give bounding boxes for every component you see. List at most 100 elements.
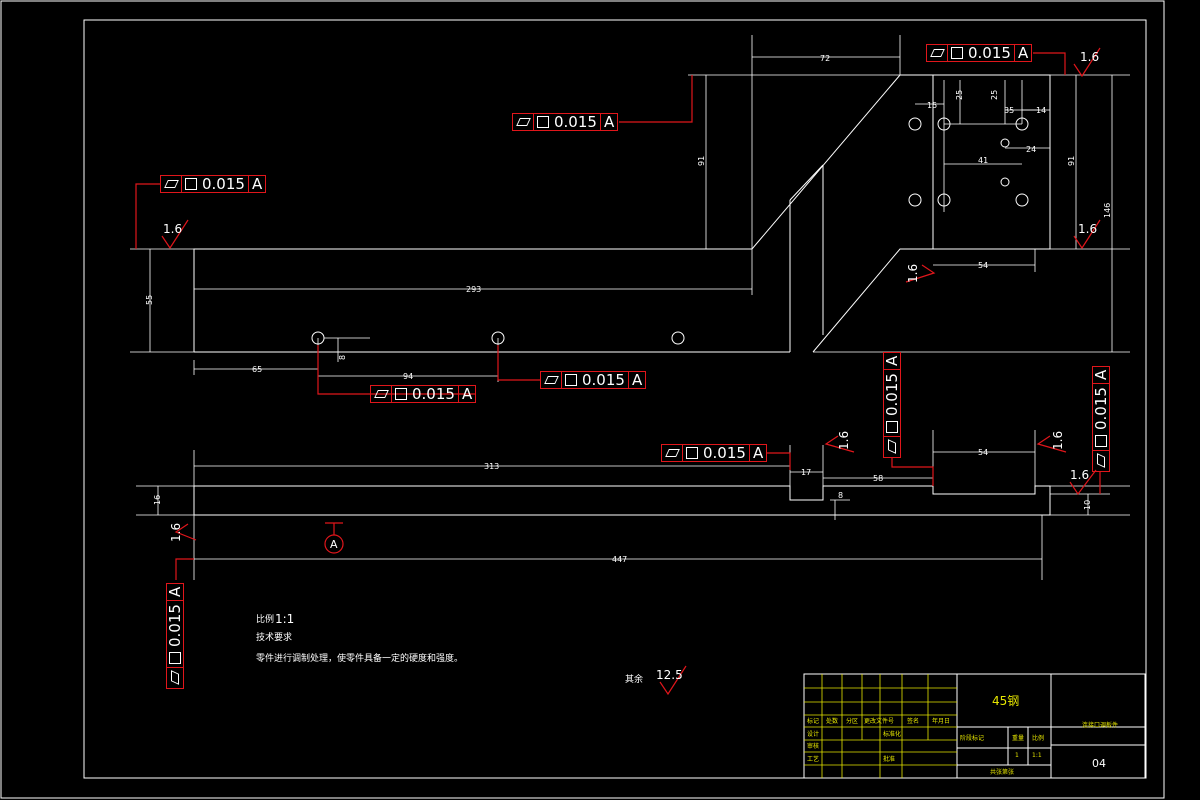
- tolerance-value: 0.015: [551, 114, 601, 130]
- dim-17: 17: [801, 468, 811, 477]
- roughness-label: 1.6: [1051, 431, 1065, 450]
- header-cell: 处数: [826, 717, 838, 725]
- top-view: [130, 35, 1130, 382]
- datum-ref: A: [631, 371, 643, 389]
- dim-293: 293: [466, 285, 481, 294]
- dim-25a: 25: [955, 90, 964, 100]
- tolerance-frame-vertical: 0.015 A: [883, 351, 901, 458]
- square-icon: [683, 445, 700, 461]
- tolerance-value: 0.015: [1092, 383, 1110, 433]
- datum-ref: A: [752, 444, 764, 462]
- datum-ref: A: [1017, 44, 1029, 62]
- square-icon: [562, 372, 579, 388]
- dim-14: 14: [1036, 106, 1046, 115]
- header-cell: 标记: [807, 717, 819, 725]
- datum-label: A: [330, 538, 338, 551]
- sheet-label: 共张第张: [990, 768, 1014, 776]
- roughness-symbols: [161, 47, 1101, 696]
- dim-8-front: 8: [838, 491, 843, 500]
- square-icon: [182, 176, 199, 192]
- weight-label: 重量: [1012, 734, 1024, 742]
- roughness-label: 1.6: [163, 222, 182, 236]
- dim-55: 55: [145, 295, 154, 305]
- dim-54-top: 54: [978, 261, 988, 270]
- tolerance-value: 0.015: [700, 445, 750, 461]
- parallelism-icon: [541, 372, 562, 388]
- part-name: 连接口调板件: [1082, 721, 1118, 729]
- title-block: [803, 673, 1146, 779]
- tolerance-value: 0.015: [199, 176, 249, 192]
- tolerance-frame: 0.015 A: [512, 113, 619, 131]
- drawing-number: 04: [1092, 757, 1106, 770]
- dim-313: 313: [484, 462, 499, 471]
- datum-ref: A: [251, 175, 263, 193]
- dim-94: 94: [403, 372, 413, 381]
- dim-146: 146: [1103, 203, 1112, 218]
- rest-label: 其余: [625, 673, 643, 685]
- roughness-label: 1.6: [169, 523, 183, 542]
- datum-ref: A: [166, 586, 184, 598]
- roughness-label: 1.6: [1080, 50, 1099, 64]
- datum-ref: A: [1092, 369, 1110, 381]
- dim-65: 65: [252, 365, 262, 374]
- row-label: 批准: [883, 755, 895, 763]
- tolerance-frame: 0.015 A: [661, 444, 768, 462]
- row-label: 标准化: [883, 730, 901, 738]
- roughness-label: 1.6: [906, 264, 920, 283]
- stage-label: 阶段标记: [960, 734, 984, 742]
- tolerance-value: 0.015: [409, 386, 459, 402]
- tolerance-value: 0.015: [579, 372, 629, 388]
- tolerance-frame: 0.015 A: [540, 371, 647, 389]
- tolerance-leaders: [135, 52, 1101, 580]
- dim-24: 24: [1026, 145, 1036, 154]
- tolerance-frame: 0.015 A: [926, 44, 1033, 62]
- parallelism-icon: [371, 386, 392, 402]
- tolerance-value: 0.015: [166, 600, 184, 650]
- datum-ref: A: [883, 355, 901, 367]
- square-icon: [167, 650, 183, 667]
- parallelism-icon: [513, 114, 534, 130]
- tolerance-frame: 0.015 A: [370, 385, 477, 403]
- dim-25b: 25: [990, 90, 999, 100]
- dim-91-left: 91: [697, 156, 706, 166]
- square-icon: [884, 419, 900, 436]
- parallelism-icon: [167, 667, 183, 688]
- scale-label: 比例: [256, 613, 274, 625]
- parallelism-icon: [884, 436, 900, 457]
- parallelism-icon: [161, 176, 182, 192]
- dim-447: 447: [612, 555, 627, 564]
- dim-54-front: 54: [978, 448, 988, 457]
- dim-8-top: 8: [338, 355, 347, 360]
- dim-16: 16: [153, 495, 162, 505]
- square-icon: [948, 45, 965, 61]
- material: 45钢: [992, 694, 1019, 708]
- square-icon: [1093, 433, 1109, 450]
- scale-cell: 1:1: [1032, 752, 1042, 759]
- roughness-rest-label: 12.5: [656, 668, 683, 682]
- square-icon: [534, 114, 551, 130]
- roughness-label: 1.6: [837, 431, 851, 450]
- scale-value: 1:1: [275, 612, 294, 626]
- square-icon: [392, 386, 409, 402]
- parallelism-icon: [1093, 450, 1109, 471]
- row-label: 审核: [807, 742, 819, 750]
- scale-label-cell: 比例: [1032, 734, 1044, 742]
- tech-requirements-title: 技术要求: [256, 631, 292, 643]
- header-cell: 分区: [846, 717, 858, 725]
- tolerance-frame: 0.015 A: [160, 175, 267, 193]
- tech-requirements-text: 零件进行调制处理，使零件具备一定的硬度和强度。: [256, 652, 463, 664]
- header-cell: 更改文件号: [864, 717, 894, 725]
- header-cell: 年月日: [932, 717, 950, 725]
- tolerance-frame-vertical: 0.015 A: [166, 582, 184, 689]
- datum-ref: A: [603, 113, 615, 131]
- header-cell: 签名: [907, 717, 919, 725]
- parallelism-icon: [927, 45, 948, 61]
- roughness-label: 1.6: [1070, 468, 1089, 482]
- row-label: 设计: [807, 730, 819, 738]
- tolerance-value: 0.015: [965, 45, 1015, 61]
- quantity: 1: [1015, 752, 1019, 759]
- tolerance-frame-vertical: 0.015 A: [1092, 365, 1110, 472]
- dim-10: 10: [1083, 500, 1092, 510]
